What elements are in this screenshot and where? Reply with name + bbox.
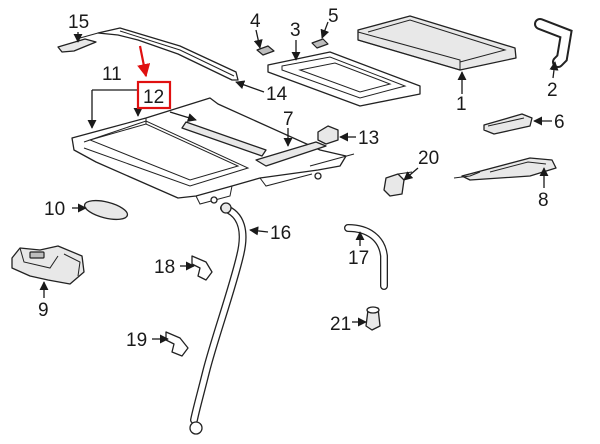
highlight-box-12: [136, 80, 172, 110]
callout-21: 21: [330, 314, 351, 335]
callout-5: 5: [328, 6, 339, 27]
part-5-clip: [311, 38, 329, 49]
callout-17: 17: [348, 248, 369, 269]
callout-18: 18: [154, 257, 175, 278]
part-11-frame-assembly: [71, 97, 355, 205]
part-6-bracket: [483, 113, 533, 135]
leader-lines: [39, 21, 559, 344]
part-8-sunshade: [453, 157, 557, 181]
part-16-drain-hose: [189, 202, 247, 435]
part-13-knob: [317, 125, 339, 145]
callout-20: 20: [418, 148, 439, 169]
callout-16: 16: [270, 223, 291, 244]
part-19-clip: [165, 331, 189, 357]
callout-1: 1: [456, 94, 467, 115]
part-20-connector: [383, 171, 413, 197]
part-2-bent-hose: [534, 18, 573, 68]
part-14-deflector: [97, 27, 239, 81]
callout-3: 3: [290, 20, 301, 41]
part-17-hose: [344, 224, 388, 290]
callout-2: 2: [547, 80, 558, 101]
callout-12: 12: [143, 87, 164, 108]
callout-4: 4: [250, 11, 261, 32]
part-7-side-rail: [255, 141, 327, 167]
callout-6: 6: [554, 112, 565, 133]
callout-8: 8: [538, 190, 549, 211]
callout-10: 10: [44, 199, 65, 220]
callout-labels: 1 2 3 4 5 6 7 8 9 10 11 12 13 14 15 16 1…: [38, 6, 565, 351]
callout-14: 14: [266, 84, 288, 105]
part-10-oval-cover: [83, 199, 129, 221]
part-1-glass-panel: [357, 15, 517, 71]
callout-11: 11: [102, 64, 122, 85]
part-9-motor: [11, 245, 85, 285]
callout-7: 7: [283, 109, 294, 130]
highlight-arrow: [137, 45, 151, 78]
callout-13: 13: [358, 128, 379, 149]
part-3-glass-seal: [267, 51, 421, 107]
callout-19: 19: [126, 330, 147, 351]
callout-9: 9: [38, 300, 49, 321]
part-21-grommet: [365, 306, 381, 331]
callout-15: 15: [68, 12, 89, 33]
part-18-clip: [191, 255, 213, 281]
part-4-clip: [256, 45, 275, 56]
